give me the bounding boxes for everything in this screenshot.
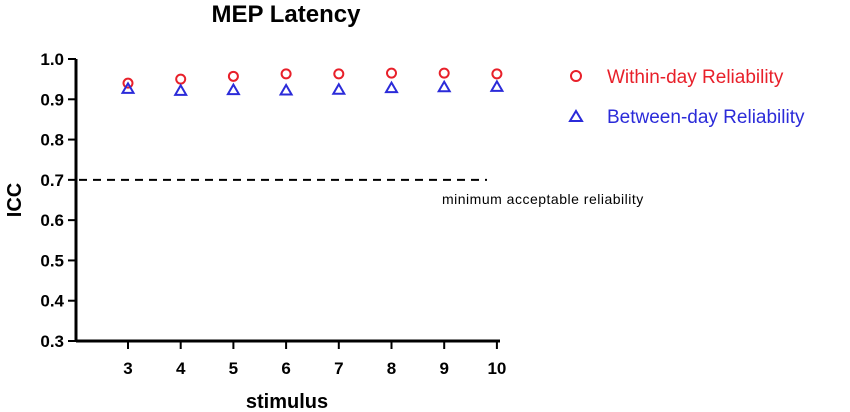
within-day-point — [227, 70, 239, 82]
y-tick-label: 0.7 — [40, 171, 64, 190]
legend-between-day-label: Between-day Reliability — [607, 107, 805, 128]
x-tick-label: 4 — [176, 359, 186, 378]
between-day-point — [331, 82, 347, 95]
within-day-point — [491, 68, 503, 80]
chart-title: MEP Latency — [212, 1, 362, 28]
within-day-point — [122, 77, 134, 89]
between-day-point — [120, 81, 136, 94]
y-ticks: 0.3 0.4 0.5 0.6 0.7 0.8 0.9 1.0 — [40, 50, 76, 351]
x-tick-label: 8 — [387, 359, 396, 378]
between-day-point — [226, 82, 241, 96]
legend-within-day-label: Within-day Reliability — [607, 67, 784, 88]
y-tick-label: 0.4 — [40, 292, 64, 311]
between-day-point — [173, 83, 188, 96]
y-tick-label: 1.0 — [40, 50, 64, 69]
x-tick-label: 3 — [123, 359, 132, 378]
within-day-point — [386, 67, 397, 79]
x-tick-label: 6 — [281, 359, 290, 378]
data-markers — [120, 67, 505, 96]
reference-line-label: minimum acceptable reliability — [442, 191, 644, 207]
between-day-point — [436, 79, 452, 93]
x-tick-label: 5 — [229, 359, 238, 378]
between-day-point — [384, 80, 399, 94]
y-tick-label: 0.5 — [40, 251, 64, 270]
plot-area: 0.3 0.4 0.5 0.6 0.7 0.8 0.9 1.0 3 4 5 6 7 8 9 10 minim… — [40, 50, 643, 378]
x-tick-label: 7 — [334, 359, 343, 378]
within-day-point — [175, 73, 187, 85]
within-day-point — [438, 67, 450, 79]
within-day-point — [280, 68, 292, 80]
within-day-point — [333, 68, 345, 80]
x-tick-label: 9 — [439, 359, 448, 378]
x-tick-label: 10 — [487, 359, 506, 378]
x-axis-label: stimulus — [246, 391, 328, 412]
y-tick-label: 0.3 — [40, 332, 64, 351]
x-ticks: 3 4 5 6 7 8 9 10 — [123, 341, 506, 378]
legend: Within-day Reliability Between-day Relia… — [568, 67, 805, 128]
legend-within-day-marker — [570, 70, 582, 82]
y-tick-label: 0.6 — [40, 211, 64, 230]
between-day-point — [489, 79, 505, 92]
y-tick-label: 0.9 — [40, 90, 64, 109]
between-day-point — [278, 83, 294, 96]
legend-between-day-marker — [568, 109, 584, 122]
y-tick-label: 0.8 — [40, 131, 64, 150]
y-axis-label: ICC — [4, 183, 26, 217]
